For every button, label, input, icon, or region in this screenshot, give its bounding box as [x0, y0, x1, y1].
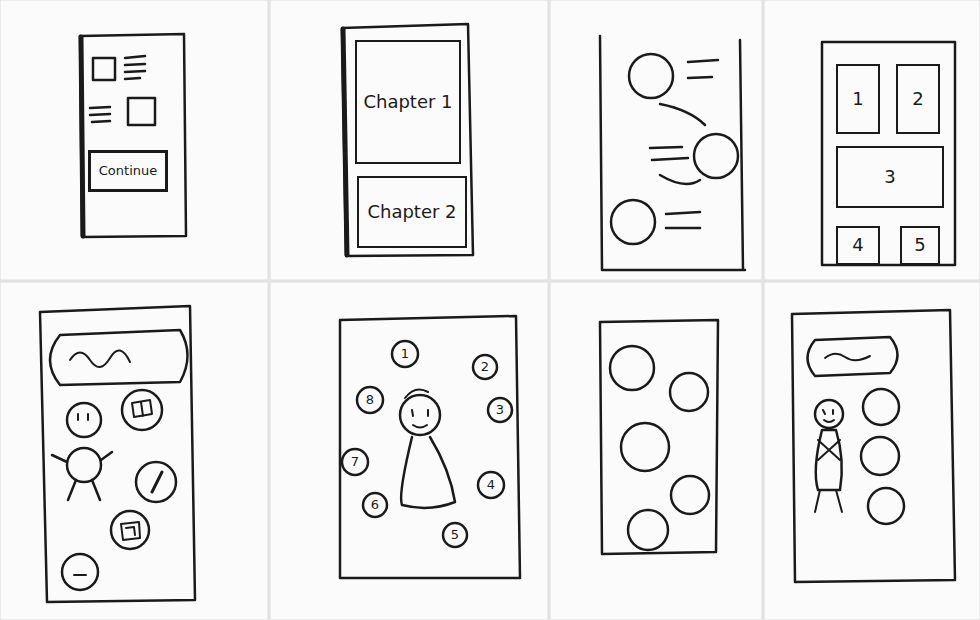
numbered-circle: 2: [472, 354, 498, 380]
numbered-tile: 4: [836, 226, 880, 265]
node-label: 4: [852, 234, 863, 257]
node-label: 5: [451, 527, 459, 543]
node-label: 7: [351, 454, 359, 470]
node-label: Chapter 1: [363, 91, 452, 114]
node-label: 8: [366, 392, 374, 408]
node-label: Continue: [99, 163, 157, 179]
node-label: 5: [914, 234, 925, 257]
numbered-circle: 4: [477, 471, 505, 499]
node-label: 2: [912, 88, 923, 111]
numbered-circle: 8: [356, 386, 384, 414]
numbered-tile: 2: [896, 64, 940, 134]
numbered-circle: 6: [362, 492, 388, 518]
node-label: 1: [852, 88, 863, 111]
node-label: 3: [496, 402, 504, 418]
node-label: 4: [487, 477, 495, 493]
node-label: Chapter 2: [367, 201, 456, 224]
continue-button: Continue: [88, 150, 168, 192]
numbered-tile: 3: [836, 146, 944, 208]
node-label: 6: [371, 497, 379, 513]
chapter-card: Chapter 2: [357, 176, 467, 248]
numbered-circle: 1: [391, 340, 419, 368]
numbered-circle: 7: [341, 448, 369, 476]
node-label: 3: [884, 166, 895, 189]
node-label: 1: [401, 346, 409, 362]
numbered-tile: 1: [836, 64, 880, 134]
node-label: 2: [481, 359, 489, 375]
chapter-card: Chapter 1: [355, 40, 461, 164]
numbered-circle: 5: [442, 522, 468, 548]
numbered-circle: 3: [487, 397, 513, 423]
numbered-tile: 5: [900, 226, 940, 265]
